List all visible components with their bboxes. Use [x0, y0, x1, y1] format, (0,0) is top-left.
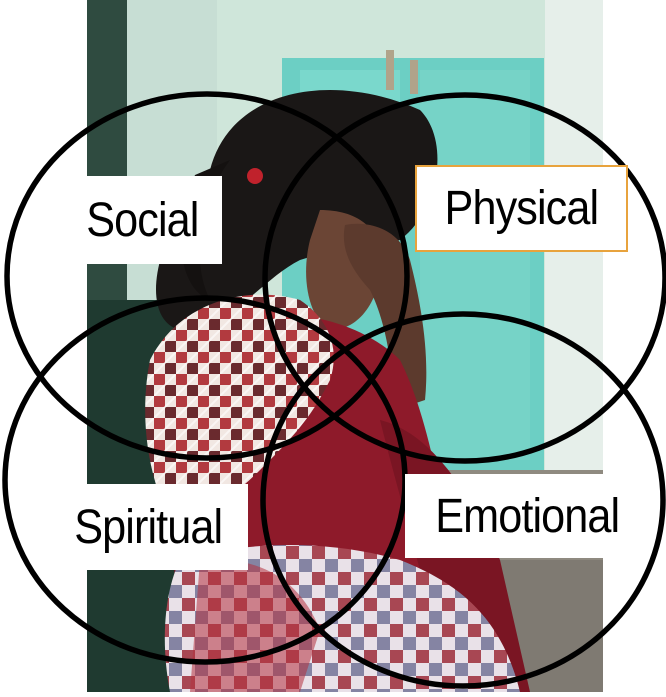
spiritual-label-box: Spiritual: [48, 484, 248, 570]
emotional-label-box: Emotional: [405, 474, 650, 558]
social-label-box: Social: [62, 176, 222, 264]
social-label: Social: [86, 193, 198, 248]
spiritual-label: Spiritual: [74, 500, 222, 555]
emotional-label: Emotional: [435, 489, 619, 544]
physical-label-box: Physical: [415, 165, 628, 252]
physical-label: Physical: [445, 181, 599, 236]
